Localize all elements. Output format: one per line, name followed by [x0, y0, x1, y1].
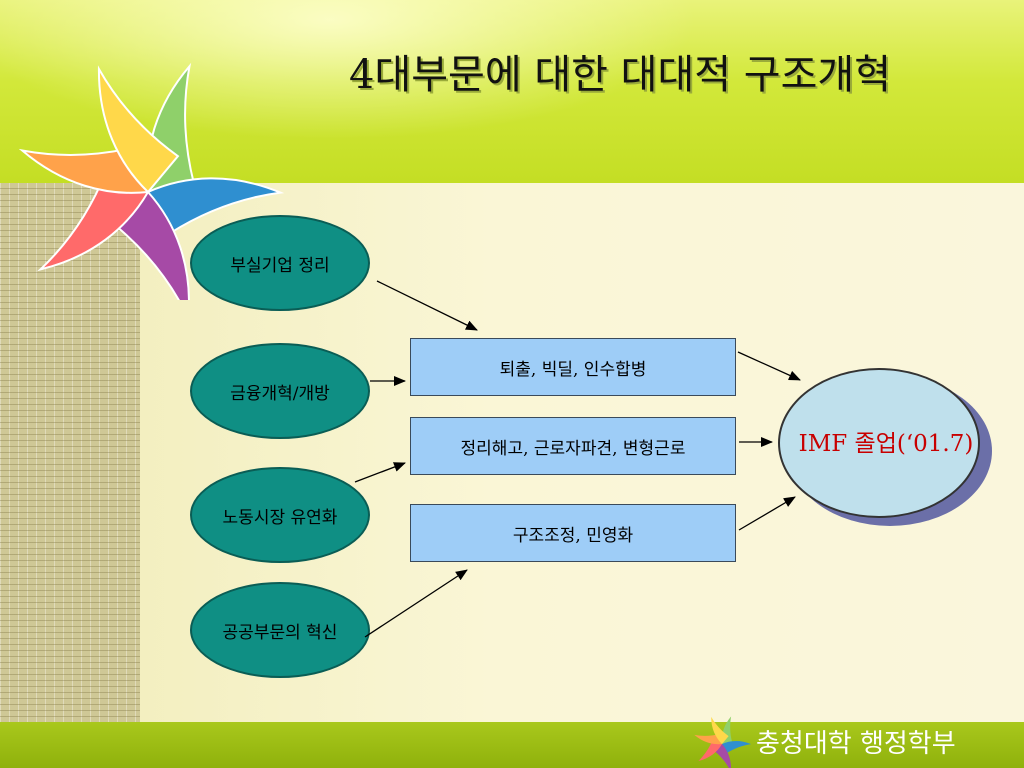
arrow-sector1-to-measure1 [376, 280, 478, 331]
arrow-sector3-to-measure2 [354, 462, 406, 483]
sector-ellipse: 공공부문의 혁신 [190, 582, 370, 678]
sector-ellipse: 노동시장 유연화 [190, 467, 370, 563]
footer-band [0, 722, 1024, 768]
arrow-measure3-to-outcome [738, 496, 796, 531]
measure-box: 정리해고, 근로자파견, 변형근로 [410, 417, 736, 475]
page-title: 4대부문에 대한 대대적 구조개혁 [349, 52, 891, 98]
footer-institution: 충청대학 행정학부 [756, 729, 956, 759]
outcome-label: IMF 졸업(‘01.7) [798, 431, 974, 457]
arrow-sector4-to-measure3 [364, 569, 468, 638]
measure-box: 퇴출, 빅딜, 인수합병 [410, 338, 736, 396]
arrow-measure1-to-outcome [737, 351, 801, 381]
sector-ellipse: 부실기업 정리 [190, 215, 370, 311]
measure-box: 구조조정, 민영화 [410, 504, 736, 562]
sector-ellipse: 금융개혁/개방 [190, 343, 370, 439]
outcome-circle [778, 368, 980, 518]
left-pattern-strip [0, 183, 140, 723]
